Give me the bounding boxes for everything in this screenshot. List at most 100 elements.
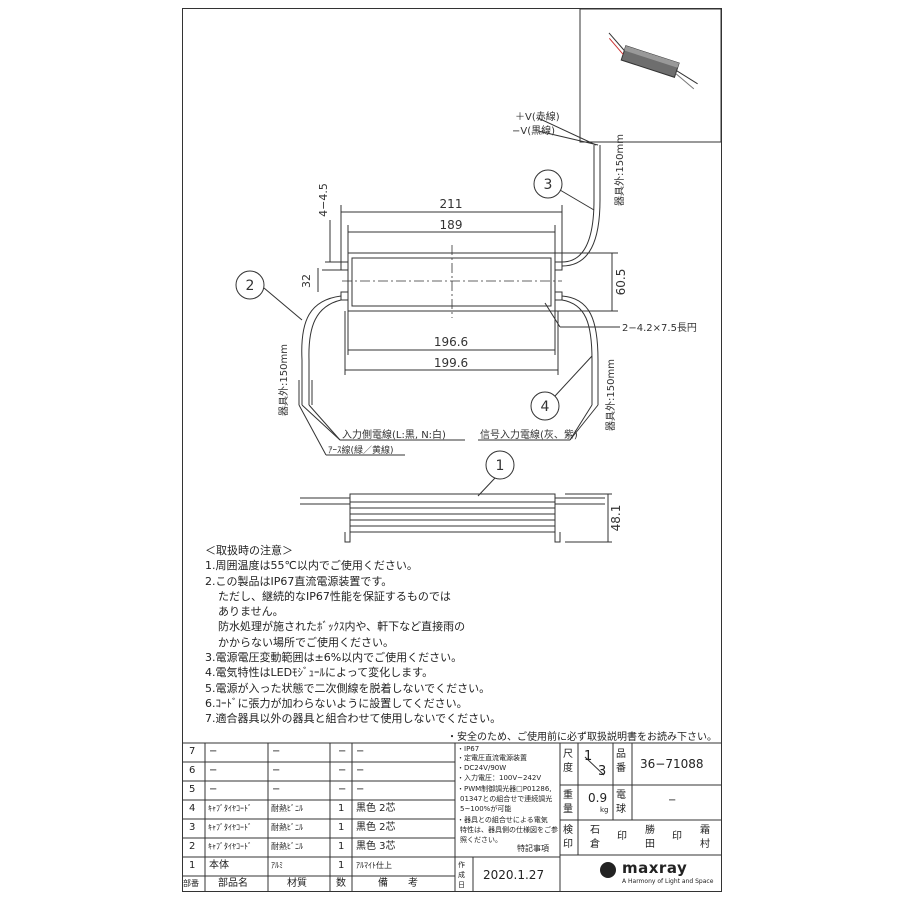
header-part-no: 部番 [183,879,199,888]
spec-line: ・DC24V/90W [457,764,507,772]
weight-unit: kg [600,806,609,814]
spec-line: ・器具との組合せによる電気 [457,816,548,824]
part-no: 4 [189,803,196,814]
note-line: 2.この製品はIP67直流電源装置です。 [205,574,393,588]
bulb-value: − [668,795,677,806]
note-line: 5.電源が入った状態で二次側線を脱着しないでください。 [205,681,491,695]
callout-3-circle [533,169,563,199]
note-line: ありません。 [218,605,284,619]
part-qty: − [338,784,347,795]
scale-label: 尺度 [563,749,573,774]
product-photo-frame [579,8,722,143]
scale-numerator: 1 [584,749,593,764]
body-side [349,493,556,533]
header-remarks: 備 考 [378,878,418,889]
handling-notes: ＜取扱時の注意＞ 1.周囲温度は55℃以内でご使用ください。 2.この製品はIP… [205,543,501,727]
wire-neg-label: −V(黒線) [512,124,555,137]
part-qty: − [338,765,347,776]
note-line: 防水処理が施されたﾎﾞｯｸｽ内や、軒下など直接雨の [218,620,466,634]
header-material: 材質 [287,878,307,889]
spec-line: ・IP67 [457,745,480,753]
wire-pos-label: ＋V(赤線) [515,110,560,123]
part-name: − [209,746,218,757]
part-material: 耐熱ﾋﾞﾆﾙ [271,823,303,832]
part-number: 36−71088 [640,757,704,771]
side-view [300,450,612,543]
part-remark: − [356,784,365,795]
part-no: 7 [189,746,196,757]
part-material: 耐熱ﾋﾞﾆﾙ [271,842,303,851]
product-photo [608,32,698,90]
part-name: ｷｬﾌﾞﾀｲﾔｺｰﾄﾞ [208,804,252,813]
note-line: 4.電気特性はLEDﾓｼﾞｭｰﾙによって変化します。 [205,666,434,680]
part-material: 耐熱ﾋﾞﾆﾙ [271,804,303,813]
stamp-mark: 印 [617,831,627,842]
top-view [235,117,620,456]
weight-label: 重量 [563,790,573,815]
header-part-name: 部品名 [218,878,248,889]
brand-tagline: A Harmony of Light and Space [622,878,714,885]
part-remark: 黒色 2芯 [356,803,396,814]
dim-width: 60.5 [614,269,628,296]
special-notes-label: 特記事項 [517,844,549,853]
notes-title: ＜取扱時の注意＞ [205,544,293,557]
dim-slot-spacing: 196.6 [434,335,468,349]
header-qty: 数 [336,878,346,889]
note-line: 1.周囲温度は55℃以内でご使用ください。 [205,559,418,573]
checker-name-katsuta: 勝田 [645,825,655,850]
brand-name: maxray [622,859,688,877]
dim-overall-length: 211 [440,197,463,211]
part-material: − [272,784,281,795]
inspect-label: 検印 [563,825,573,850]
note-line: 3.電源電圧変動範囲は±6%以内でご使用ください。 [205,651,463,665]
part-name: ｷｬﾌﾞﾀｲﾔｺｰﾄﾞ [208,823,252,832]
wire-len-input: 器具外:150mm [278,344,290,416]
part-no: 1 [189,860,196,871]
part-remark: ｱﾙﾏｲﾄ仕上 [356,861,392,870]
title-block-grid [182,742,722,892]
spec-line: ・入力電圧：100V~242V [457,774,542,782]
part-remark: − [356,765,365,776]
dim-body-length: 189 [440,218,463,232]
part-no: 3 [189,822,196,833]
weight-value: 0.9 [588,791,608,805]
note-line: 6.ｺｰﾄﾞに張力が加わらないように設置してください。 [205,696,468,710]
part-name: − [209,765,218,776]
dim-depth: 48.1 [609,505,623,532]
spec-line: 01347との組合せで連続調光 [460,795,553,803]
part-name: − [209,784,218,795]
spec-line: ・定電圧直流電源装置 [457,754,527,762]
spec-line: 照ください。 [460,836,502,844]
part-material: − [272,746,281,757]
part-qty: − [338,746,347,757]
callout-4: 4 [541,399,550,415]
part-no-label: 品番 [616,749,626,774]
callout-3: 3 [544,177,553,193]
callout-2-circle [235,270,265,300]
part-qty: 1 [338,803,345,814]
part-material: − [272,765,281,776]
callout-1: 1 [496,458,505,474]
stamp-mark: 印 [672,831,682,842]
dimension-labels: 211 189 4−4.5 32 60.5 196.6 199.6 2−4.2×… [246,110,697,531]
part-remark: − [356,746,365,757]
note-line: かからない場所でご使用ください。 [218,635,394,649]
date-label: 作成日 [458,861,465,889]
callout-4-circle [530,391,560,421]
checker-name-kirimura: 霜村 [700,825,710,850]
drawing-sheet-border [182,8,722,892]
part-qty: 1 [338,841,345,852]
callout-1-circle [485,450,515,480]
part-name: ｷｬﾌﾞﾀｲﾔｺｰﾄﾞ [208,842,252,851]
note-line: 7.適合器具以外の器具と組合わせて使用しないでください。 [205,712,502,726]
spec-line: ・PWM制御調光器□P01286, [457,785,552,793]
wire-len-signal: 器具外:150mm [605,359,617,431]
scale-denominator: 3 [598,764,607,779]
signal-wire-label: 信号入力電線(灰、紫) [480,428,578,441]
part-remark: 黒色 2芯 [356,822,396,833]
brand-logo-icon [600,862,616,878]
dim-slot-spec: 2−4.2×7.5長円 [622,322,697,334]
dim-body-height: 32 [300,274,313,288]
spec-line: 特性は、器具側の仕様図をご参 [460,826,558,834]
